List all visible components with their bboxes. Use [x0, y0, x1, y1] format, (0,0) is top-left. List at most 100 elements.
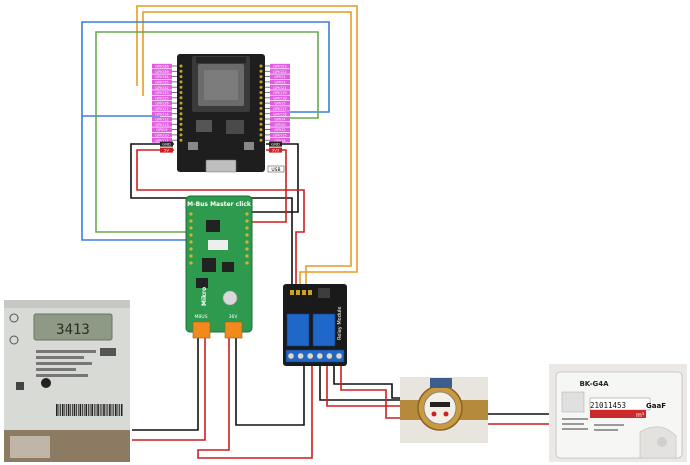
electric-meter-display: 3413: [56, 322, 90, 338]
power-label-bg: [269, 147, 282, 153]
gas-meter-brand: GaaF: [646, 402, 666, 410]
gas-meter-unit: m³: [636, 412, 645, 419]
pin: [259, 117, 263, 121]
pin-label: GPIO12: [155, 118, 168, 122]
pin-label: GPIO25: [155, 96, 168, 100]
pin-label-bg: [270, 85, 290, 90]
power-label-bg: [160, 141, 173, 147]
mbus-pin: [245, 261, 249, 265]
pin-label-bg: [152, 116, 172, 122]
mbus-capacitor: [222, 290, 238, 306]
pin-label-bg: [152, 95, 172, 101]
relay-screws: [287, 352, 343, 360]
relay-pin: [296, 290, 300, 295]
pin-lead: [172, 86, 178, 88]
pin-lead: [172, 102, 178, 104]
mbus-pin: [189, 247, 193, 251]
pin-lead: [172, 76, 178, 77]
electric-meter-info: [36, 350, 96, 377]
pin-label-bg: [152, 79, 172, 85]
pin: [179, 138, 183, 142]
pin-label-bg: [270, 138, 290, 143]
pin-lead: [264, 86, 270, 88]
green-wire: [95, 31, 319, 124]
pin-label: GPIO16: [273, 112, 287, 116]
pin-label: GPIO1: [274, 75, 285, 79]
pin-label-bg: [152, 106, 172, 111]
power-label-bg: [160, 147, 173, 153]
mbus-pin: [189, 254, 193, 258]
pin-label: GPIO13: [155, 123, 168, 127]
pin-lead: [172, 70, 178, 72]
barcode-bar: [58, 404, 60, 416]
barcode-bar: [120, 404, 123, 416]
relay-module: Relay Module: [283, 284, 347, 366]
pin-label-bg: [270, 127, 290, 132]
pin: [179, 117, 183, 121]
relay-screw: [287, 352, 295, 360]
power-label: 5V: [164, 148, 169, 153]
esp32-antenna: [196, 57, 246, 63]
barcode-bar: [93, 404, 95, 416]
electric-meter-led: [41, 378, 51, 388]
electric-meter-logo: [100, 348, 116, 356]
pin-label: GPIO0: [274, 123, 286, 127]
barcode-bar: [64, 404, 66, 416]
pin-lead: [264, 81, 270, 83]
mbus-wire-red: [132, 338, 206, 441]
pin: [179, 85, 183, 89]
relay-pin: [302, 290, 306, 295]
pin-lead: [264, 113, 270, 115]
pin-label-bg: [270, 79, 290, 85]
pin: [179, 75, 183, 79]
barcode-bar: [83, 404, 85, 416]
relay-jumper: [318, 288, 330, 298]
mbus-chip-a: [206, 220, 220, 232]
pin-label-bg: [152, 100, 172, 106]
pin: [259, 122, 263, 126]
water-meter-subdial: [443, 411, 449, 417]
pin-label-bg: [152, 111, 172, 117]
electric-meter-lcd: [33, 313, 113, 341]
pin-lead: [264, 123, 270, 125]
pin: [179, 122, 183, 126]
mbus-title: M-Bus Master click: [187, 201, 252, 208]
pin-lead: [264, 97, 270, 99]
mbus-pin: [189, 219, 193, 223]
pin-label-bg: [270, 69, 290, 74]
barcode-bar: [97, 404, 99, 416]
mbus-chip-c: [222, 262, 234, 272]
pin-lead: [264, 65, 270, 67]
pin-label: GPIO11: [155, 139, 168, 143]
pin: [259, 85, 263, 89]
usb-port: [205, 159, 237, 173]
pin-label: GPIO19: [273, 91, 287, 95]
left-pin-header: [179, 64, 183, 142]
esp32-board: GPIO36GPIO39GPIO34GPIO35GPIO32GPIO33GPIO…: [152, 54, 290, 173]
pin-label: GPIO14: [155, 112, 169, 116]
pin: [179, 91, 183, 94]
relay-pin: [290, 290, 294, 295]
pin-label-bg: [152, 138, 172, 143]
barcode-bar: [61, 404, 64, 416]
relay-screw: [326, 352, 333, 360]
gas-meter-text-lines: [562, 418, 624, 431]
mbus-pin: [245, 226, 249, 230]
relay-2: [312, 313, 336, 347]
pin-label-bg: [152, 132, 172, 138]
pin: [259, 106, 263, 110]
pin-label: GPIO18: [273, 96, 287, 100]
pin-lead: [172, 92, 178, 93]
pin-label: GPIO23: [273, 65, 286, 69]
pin-label: GPIO35: [155, 81, 168, 85]
barcode-bar: [105, 404, 107, 416]
mbus-label-plate: [208, 240, 228, 250]
pin: [259, 69, 263, 73]
barcode-bar: [109, 404, 111, 416]
mbus-pin: [245, 219, 249, 223]
barcode-bar: [70, 404, 72, 416]
electric-meter: 3413: [4, 300, 130, 462]
pin-label-bg: [270, 100, 290, 106]
